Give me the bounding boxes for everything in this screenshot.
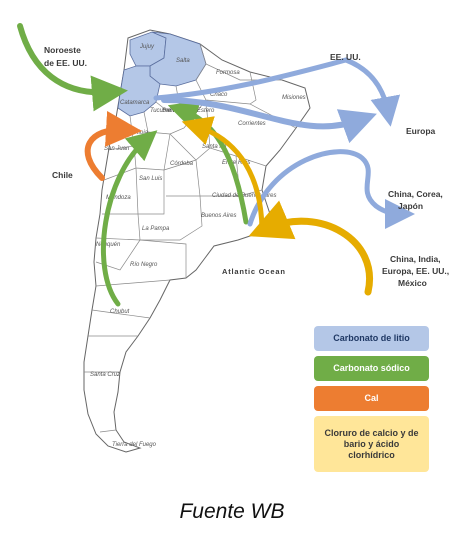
label-china-india-line2: Europa, EE. UU.,	[382, 266, 449, 276]
label-santa-fe: Santa Fe	[202, 144, 227, 150]
label-jujuy: Jujuy	[139, 44, 155, 50]
label-china-corea-line2: Japón	[398, 201, 423, 211]
label-mendoza: Mendoza	[106, 195, 131, 201]
label-tucuman: Tucumán	[150, 108, 175, 114]
label-san-juan: San Juan	[104, 146, 130, 152]
label-entre-rios: Entre Ríos	[222, 160, 250, 166]
label-la-rioja: La Rioja	[126, 130, 149, 136]
label-cordoba: Córdoba	[170, 161, 194, 167]
ocean-label: Atlantic Ocean	[222, 267, 286, 276]
legend-litio: Carbonato de litio	[314, 326, 429, 351]
label-buenos-aires: Buenos Aires	[201, 213, 236, 219]
label-tierra-del-fuego: Tierra del Fuego	[112, 442, 157, 448]
highlight-salta	[149, 31, 207, 87]
label-noroeste-line1: Noroeste	[44, 45, 81, 55]
arrow-litio-eeuu	[153, 57, 349, 101]
label-noroeste-line2: de EE. UU.	[44, 58, 87, 68]
label-san-luis: San Luis	[139, 176, 162, 182]
label-europa: Europa	[406, 126, 436, 136]
arrow-cal-chile	[84, 110, 142, 181]
label-chubut: Chubut	[110, 309, 130, 315]
legend-sodico: Carbonato sódico	[314, 356, 429, 381]
label-eeuu: EE. UU.	[330, 52, 361, 62]
arrow-litio-europa	[161, 97, 377, 144]
label-china-india-line3: México	[398, 278, 427, 288]
label-caba: Ciudad de Buenos Aires	[212, 193, 277, 199]
arrow-litio-eeuu-curve	[343, 57, 401, 127]
label-catamarca: Catamarca	[120, 100, 150, 106]
flow-arrows	[17, 23, 415, 307]
destination-labels: Noroeste de EE. UU. Chile EE. UU. Europa…	[44, 45, 449, 288]
label-corrientes: Corrientes	[238, 121, 266, 127]
label-salta: Salta	[176, 58, 190, 64]
arrow-cloruro-internal	[181, 116, 265, 235]
legend-cal: Cal	[314, 386, 429, 411]
label-china-corea-line1: China, Corea,	[388, 189, 443, 199]
argentina-export-map: Jujuy Salta Formosa Chaco Misiones Catam…	[17, 23, 449, 453]
label-rio-negro: Río Negro	[130, 262, 158, 268]
label-santa-cruz: Santa Cruz	[90, 372, 120, 378]
label-chile: Chile	[52, 170, 73, 180]
label-la-pampa: La Pampa	[142, 226, 170, 232]
label-neuquen: Neuquén	[96, 242, 121, 248]
label-misiones: Misiones	[282, 95, 306, 101]
arrow-litio-asia	[247, 149, 415, 229]
arrow-sodico-chubut	[100, 130, 158, 307]
label-chaco: Chaco	[210, 92, 228, 98]
label-china-india-line1: China, India,	[390, 254, 441, 264]
source-caption: Fuente WB	[179, 500, 285, 523]
arrow-cloruro-export	[248, 200, 373, 296]
legend-cloruro: Cloruro de calcio y de bario y ácido clo…	[314, 416, 429, 472]
arrow-sodico-noroeste	[17, 23, 128, 112]
arrow-sodico-buenos-aires	[167, 100, 249, 225]
label-formosa: Formosa	[216, 70, 240, 76]
